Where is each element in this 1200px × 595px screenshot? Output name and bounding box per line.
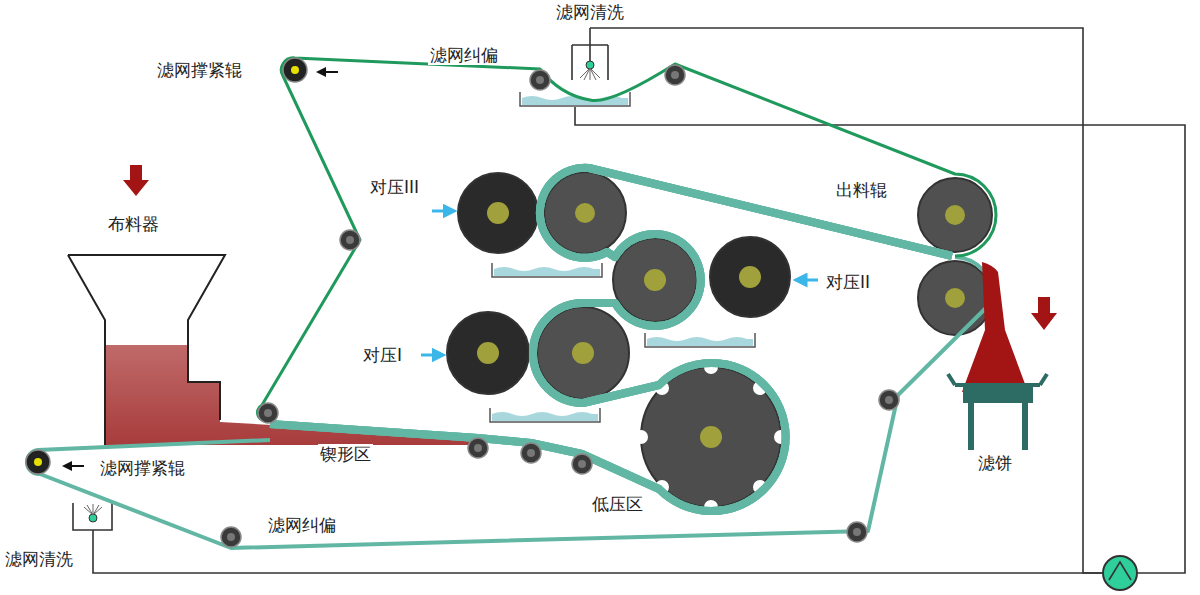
belt-sandwich: [270, 168, 952, 511]
part-label: 对压III: [368, 177, 421, 197]
part-label: 滤饼: [976, 453, 1014, 473]
tension-arrow: [67, 72, 338, 466]
water-pipe: [93, 28, 1185, 573]
idler-roller: [221, 65, 899, 547]
tension-roller: [26, 58, 307, 474]
pump-symbol: [1103, 556, 1137, 590]
part-label: 低压区: [590, 494, 645, 514]
part-label: 滤网撑紧辊: [98, 458, 187, 478]
roller-axle: [477, 202, 965, 364]
part-label: 滤网清洗: [554, 2, 626, 22]
discharge-arrow: [1031, 297, 1057, 330]
part-label: 滤网撑紧辊: [155, 60, 244, 80]
part-label: 锲形区: [318, 444, 373, 464]
pressure-arrow: [421, 211, 818, 355]
part-label: 滤网纠偏: [428, 45, 500, 65]
filter-cake: [948, 262, 1047, 450]
lower-filter-belt: [27, 257, 994, 548]
part-label: 布料器: [106, 214, 161, 234]
part-label: 出料辊: [834, 180, 889, 200]
idler-axle: [227, 71, 893, 541]
part-label: 对压II: [824, 272, 872, 292]
part-label: 滤网纠偏: [266, 515, 338, 535]
part-label: 滤网清洗: [3, 549, 75, 569]
part-label: 对压I: [361, 345, 404, 365]
feed-arrow: [123, 165, 149, 196]
feeder-hopper: [68, 255, 478, 445]
